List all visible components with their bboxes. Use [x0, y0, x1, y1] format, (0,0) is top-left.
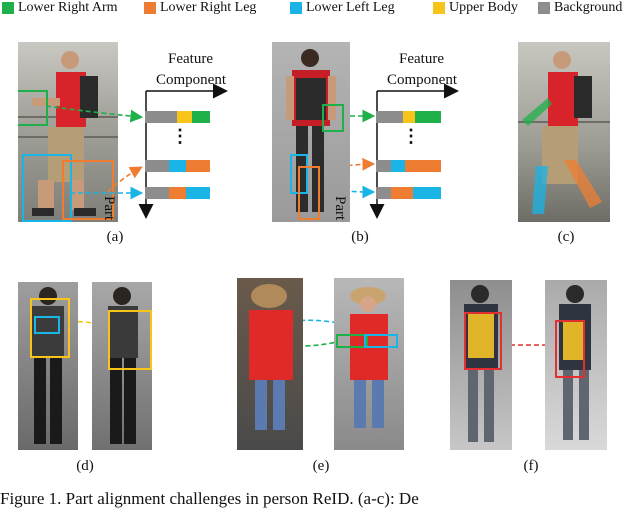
axis-label-part-a: Part	[101, 196, 117, 221]
feature-bar	[145, 187, 210, 199]
caption-a: (a)	[106, 229, 124, 245]
box-lower-right-arm	[336, 334, 368, 348]
box-lower-right-leg	[298, 166, 320, 220]
person-image-e1	[237, 278, 303, 450]
feature-bar	[145, 111, 210, 123]
box-upper-body	[30, 298, 70, 358]
feature-bar	[376, 160, 441, 172]
ellipsis-a: ⋮	[171, 126, 189, 146]
axis-label-part-b: Part	[332, 196, 348, 221]
person-figure	[350, 287, 388, 428]
legend: Lower Right Arm Lower Right Leg Lower Le…	[0, 0, 640, 16]
person-image-d2	[92, 282, 152, 450]
box-backpack	[464, 312, 502, 370]
box-lower-right-arm	[322, 104, 344, 132]
feature-bar	[376, 187, 441, 199]
person-figure	[559, 285, 591, 440]
caption-e: (e)	[312, 458, 330, 474]
caption-f: (f)	[523, 458, 539, 474]
legend-label: Lower Left Leg	[306, 0, 395, 15]
person-image-c	[518, 42, 610, 222]
person-image-d1	[18, 282, 78, 450]
feature-bar	[376, 111, 441, 123]
person-image-b	[272, 42, 350, 222]
ellipsis-b: ⋮	[402, 126, 420, 146]
axis-label-feature-a: Feature	[168, 51, 213, 67]
legend-label: Background	[554, 0, 623, 15]
axis-label-feature-b: Feature	[399, 51, 444, 67]
legend-label: Upper Body	[449, 0, 518, 15]
person-image-f2	[545, 280, 607, 450]
box-detail	[34, 316, 60, 334]
box-lower-left-leg	[22, 154, 72, 222]
caption-d: (d)	[76, 458, 94, 474]
person-figure	[249, 284, 293, 430]
person-image-a	[18, 42, 118, 222]
box-upper-body	[108, 310, 152, 370]
legend-swatch	[433, 2, 445, 14]
legend-swatch	[538, 2, 550, 14]
box-backpack	[555, 320, 585, 378]
feature-bar	[145, 160, 210, 172]
axis-label-component-b: Component	[387, 72, 457, 88]
legend-swatch	[144, 2, 156, 14]
box-lower-right-leg	[62, 160, 114, 220]
legend-swatch	[290, 2, 302, 14]
caption-b: (b)	[351, 229, 369, 245]
person-image-e2	[334, 278, 404, 450]
person-image-f1	[450, 280, 512, 450]
caption-c: (c)	[557, 229, 575, 245]
figure-caption: Figure 1. Part alignment challenges in p…	[0, 489, 419, 508]
legend-label: Lower Right Leg	[160, 0, 257, 15]
box-lower-right-arm	[18, 90, 48, 126]
legend-label: Lower Right Arm	[18, 0, 118, 15]
legend-swatch	[2, 2, 14, 14]
person-figure	[464, 285, 498, 442]
box-lower-left-leg	[364, 334, 398, 348]
person-figure	[108, 287, 138, 444]
person-figure	[518, 51, 610, 214]
axis-label-component-a: Component	[156, 72, 226, 88]
